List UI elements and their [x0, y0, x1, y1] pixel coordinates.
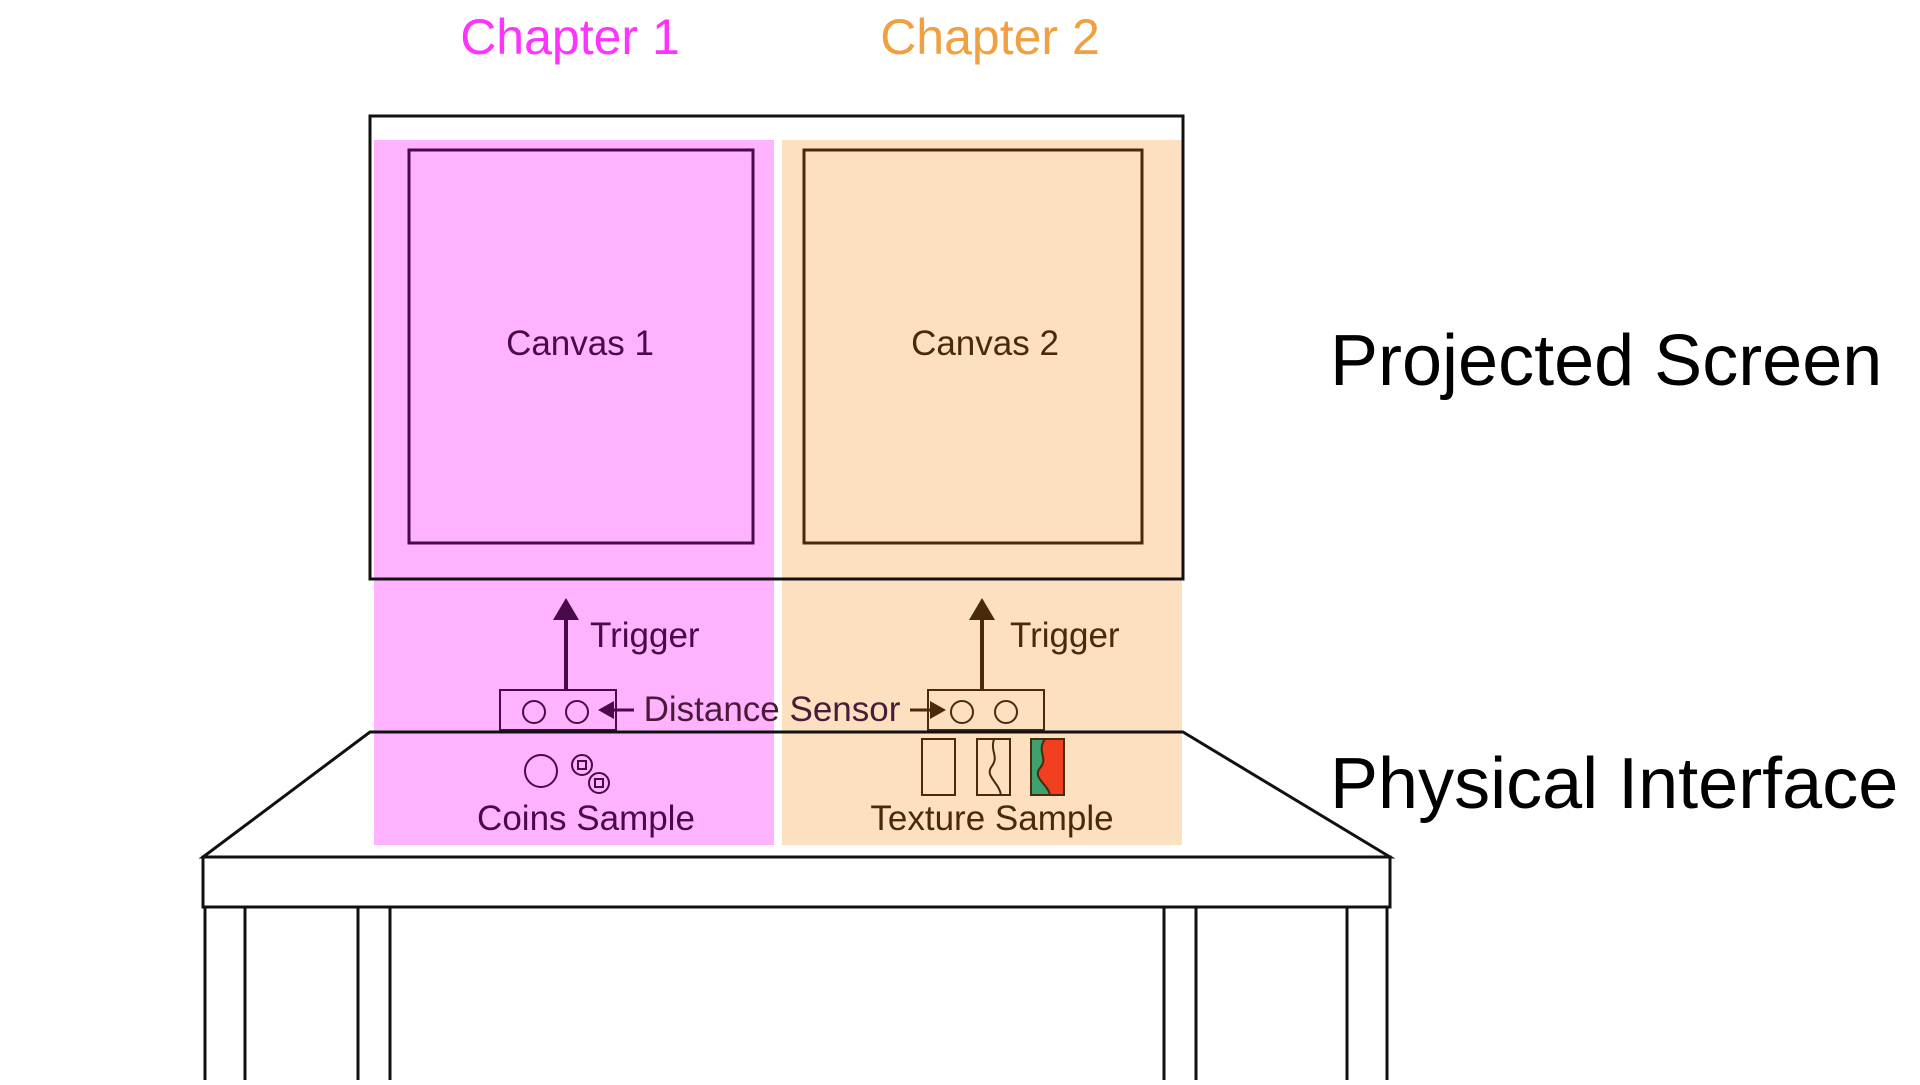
canvas-2-label: Canvas 2	[911, 324, 1059, 363]
canvas-1-frame	[407, 148, 755, 545]
texture-sample-label: Texture Sample	[870, 799, 1113, 838]
trigger-1-label: Trigger	[590, 616, 700, 655]
sensor-pointer-left	[598, 701, 634, 719]
table	[198, 730, 1396, 1085]
sensor-pointer-right	[910, 701, 946, 719]
chapter-1-heading: Chapter 1	[460, 9, 680, 65]
coins-sample-label: Coins Sample	[477, 799, 695, 838]
distance-sensor-label: Distance Sensor	[644, 690, 901, 729]
table-leg-front-right	[1345, 905, 1389, 1085]
coins-icon	[524, 754, 610, 794]
projected-screen-frame	[368, 114, 1185, 581]
projected-screen-label: Projected Screen	[1330, 321, 1882, 401]
table-leg-back-right	[1162, 905, 1198, 1085]
trigger-1-arrow	[553, 598, 579, 690]
texture-swatches-icon	[921, 738, 1065, 796]
chapter-1-band	[374, 140, 774, 845]
table-edge	[201, 855, 1392, 909]
table-leg-front-left	[203, 905, 247, 1085]
chapter-2-heading: Chapter 2	[880, 9, 1100, 65]
trigger-2-label: Trigger	[1010, 616, 1120, 655]
canvas-2-frame	[802, 148, 1144, 545]
table-leg-back-left	[356, 905, 392, 1085]
physical-interface-label: Physical Interface	[1330, 744, 1898, 824]
trigger-2-arrow	[969, 598, 995, 690]
chapter-2-band	[782, 140, 1182, 845]
canvas-1-label: Canvas 1	[506, 324, 654, 363]
